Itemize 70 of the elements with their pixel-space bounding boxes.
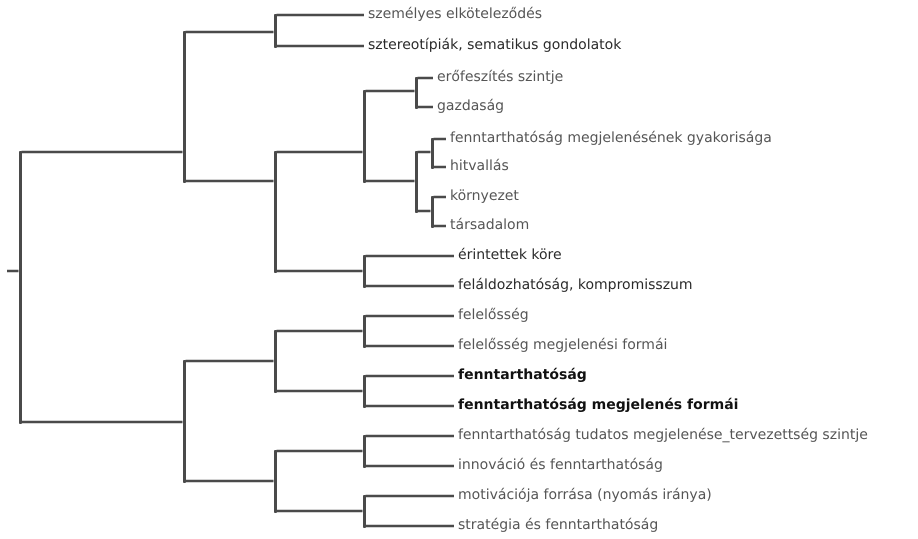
dendrogram-branch [276, 330, 362, 332]
cluster-bracket [182, 360, 186, 482]
leaf-label: felelősség megjelenési formái [458, 336, 668, 354]
cluster-bracket [274, 330, 276, 392]
cluster-bracket [362, 254, 366, 288]
dendrogram-branch [418, 106, 433, 108]
dendrogram-branch [186, 360, 274, 362]
leaf-label: feláldozhatóság, kompromisszum [458, 276, 693, 294]
cluster-bracket [362, 494, 366, 528]
dendrogram-branch [366, 284, 454, 288]
cluster-bracket [414, 150, 418, 212]
dendrogram-branch [434, 166, 446, 168]
dendrogram-branch [366, 344, 454, 348]
leaf-label: fenntarthatóság [458, 366, 587, 384]
leaf-label: gazdaság [437, 97, 504, 115]
dendrogram-branch [366, 494, 454, 498]
leaf-label: innováció és fenntarthatóság [458, 456, 663, 474]
dendrogram-branch [276, 150, 362, 154]
cluster-bracket [274, 150, 276, 272]
cluster-bracket [18, 150, 22, 424]
dendrogram-branch [418, 150, 430, 154]
dendrogram-branch [434, 196, 446, 198]
leaf-label: stratégia és fenntarthatóság [458, 516, 658, 534]
cluster-bracket [182, 30, 186, 182]
leaf-label: motivációja forrása (nyomás iránya) [458, 486, 712, 504]
dendrogram-branch [276, 270, 362, 272]
dendrogram-branch [366, 404, 454, 408]
leaf-label: hitvallás [450, 157, 509, 175]
dendrogram-branch [276, 450, 362, 452]
leaf-label: sztereotípiák, sematikus gondolatok [368, 36, 622, 54]
cluster-bracket [414, 76, 418, 108]
leaf-label: környezet [450, 187, 519, 205]
dendrogram-branch [22, 150, 182, 154]
dendrogram-branch [366, 464, 454, 468]
leaf-label: érintettek köre [458, 246, 562, 264]
dendrogram-branch [276, 44, 364, 48]
cluster-bracket [362, 314, 366, 348]
leaf-label: erőfeszítés szintje [437, 68, 564, 86]
dendrogram-branch [276, 510, 362, 512]
leaf-label: személyes elköteleződés [368, 5, 542, 23]
dendrogram-branch [366, 90, 414, 92]
dendrogram-branch [366, 180, 414, 182]
leaf-label: fenntarthatóság tudatos megjelenése_tervezettség szintje [458, 426, 868, 444]
cluster-bracket [274, 14, 276, 48]
dendrogram-branch [366, 314, 454, 318]
cluster-bracket [274, 450, 276, 512]
dendrogram-branch [276, 14, 364, 16]
dendrogram-branch [366, 374, 454, 378]
dendrogram-branch [366, 524, 454, 528]
cluster-bracket [362, 374, 366, 408]
dendrogram-branch [434, 224, 446, 228]
dendrogram-branch [418, 76, 433, 80]
dendrogram-branch [276, 390, 362, 392]
dendrogram-branch [22, 420, 182, 424]
leaf-label: társadalom [450, 216, 530, 234]
leaf-label: fenntarthatóság megjelenésének gyakorisága [450, 129, 772, 147]
leaf-label: fenntarthatóság megjelenés formái [458, 396, 738, 414]
dendrogram-branch [418, 210, 430, 212]
dendrogram-branch [434, 138, 446, 140]
dendrogram-branch [186, 30, 274, 34]
dendrogram-branch [366, 434, 454, 438]
cluster-bracket [430, 196, 434, 228]
cluster-bracket [430, 138, 434, 168]
leaf-label: felelősség [458, 306, 529, 324]
dendrogram-branch [186, 180, 274, 182]
dendrogram-branch [186, 480, 274, 482]
cluster-bracket [362, 90, 366, 182]
cluster-bracket [362, 434, 366, 468]
dendrogram-branch [7, 270, 18, 272]
dendrogram-branch [366, 254, 454, 258]
